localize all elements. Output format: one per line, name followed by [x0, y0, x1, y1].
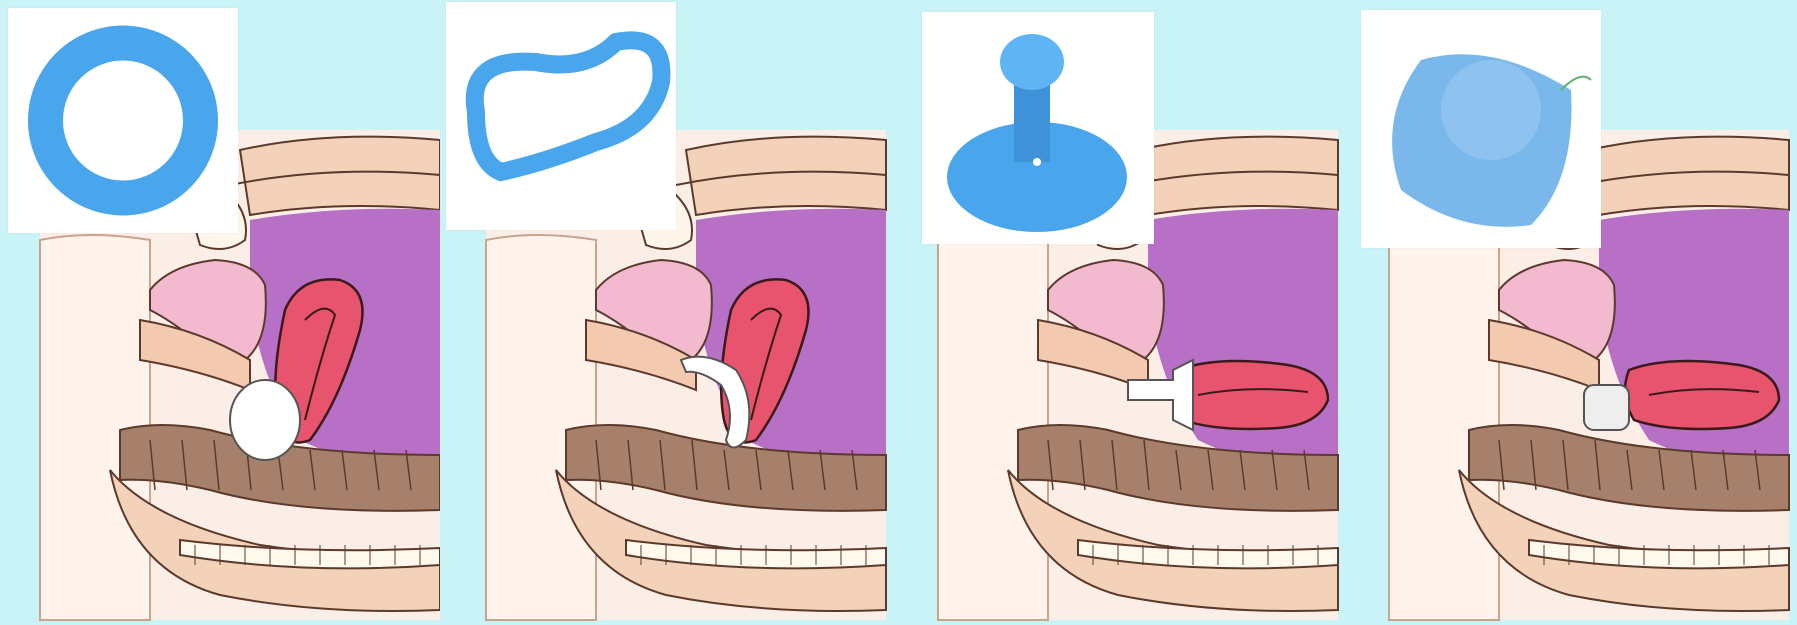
- cube-pessary-icon: [1361, 10, 1601, 248]
- panel-cube-pessary: [1349, 0, 1797, 625]
- ring-pessary-icon: [8, 8, 238, 233]
- gellhorn-knob: [1000, 34, 1064, 90]
- hodge-loop: [475, 40, 662, 172]
- gellhorn-pessary-icon: [922, 12, 1154, 244]
- panel-ring-pessary: [0, 0, 440, 625]
- abdominal-wall: [240, 137, 440, 215]
- uterus: [1625, 361, 1779, 429]
- ring-pessary-placed: [230, 380, 300, 460]
- abdominal-wall: [1589, 137, 1789, 215]
- ring-hole: [63, 61, 183, 181]
- hodge-pessary-icon: [446, 2, 676, 230]
- abdominal-wall: [1138, 137, 1338, 215]
- abdominal-wall: [686, 137, 886, 215]
- panel-gellhorn-pessary: [898, 0, 1345, 625]
- cube-pessary-placed: [1584, 385, 1629, 430]
- panel-hodge-pessary: [446, 0, 892, 625]
- uterus: [1174, 361, 1328, 429]
